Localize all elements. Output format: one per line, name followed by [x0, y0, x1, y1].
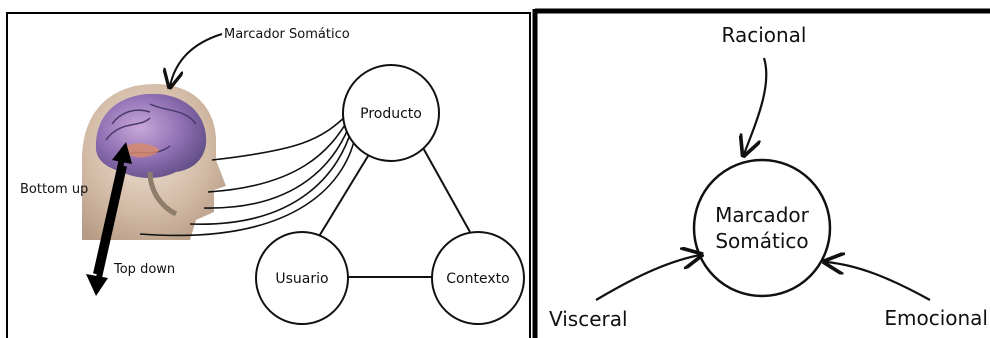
edge-producto-usuario	[317, 155, 369, 239]
bottom-up-arrow	[93, 149, 127, 275]
bottom-up-label: Bottom up	[20, 182, 88, 197]
node-usuario-label: Usuario	[275, 271, 328, 287]
head-product-links	[139, 115, 357, 237]
center-node-line-1: Marcador	[715, 203, 809, 227]
input-visceral-label: Visceral	[549, 307, 628, 331]
bottom-up-arrowhead	[112, 142, 132, 164]
arrow-emocional	[826, 262, 931, 301]
node-producto-label: Producto	[360, 106, 422, 122]
top-down-label: Top down	[113, 262, 175, 277]
somatic-marker-label: Marcador Somático	[224, 27, 350, 42]
arrow-racional	[744, 57, 768, 154]
node-producto: Producto	[342, 64, 440, 162]
edge-producto-contexto	[421, 145, 471, 233]
left-panel-frame	[6, 12, 531, 338]
top-down-arrowhead	[86, 274, 108, 296]
node-usuario: Usuario	[255, 231, 349, 325]
center-node-marcador-somatico: Marcador Somático	[692, 158, 832, 298]
input-racional-label: Racional	[722, 23, 807, 47]
center-node-line-2: Somático	[715, 229, 808, 253]
right-panel: Marcador Somático Racional Visceral Emoc…	[532, 8, 990, 338]
node-contexto: Contexto	[431, 231, 525, 325]
head-brain-icon	[82, 84, 226, 240]
top-down-arrow	[95, 165, 127, 283]
somatic-marker-arrow	[170, 33, 223, 86]
input-emocional-label: Emocional	[884, 306, 988, 330]
arrow-visceral	[595, 255, 700, 301]
left-panel: Marcador Somático Bottom up Top down Pro…	[6, 12, 531, 338]
node-contexto-label: Contexto	[446, 271, 509, 287]
